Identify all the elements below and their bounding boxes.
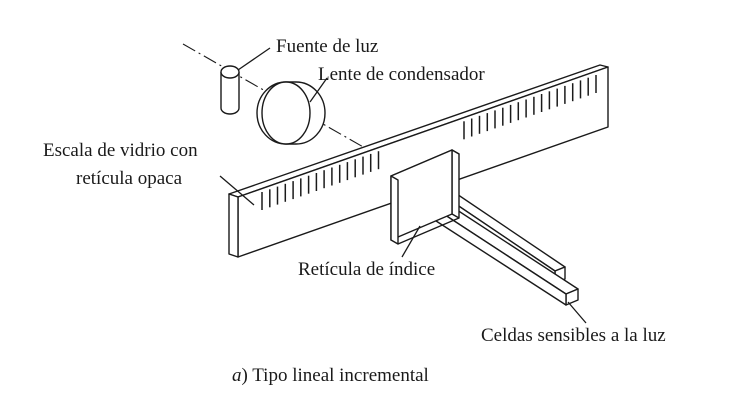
leader-condenser-lens	[309, 77, 328, 103]
leader-glass-scale	[219, 175, 255, 206]
label-light-source: Fuente de luz	[276, 36, 378, 57]
scale-graduations	[261, 75, 597, 210]
label-photocells: Celdas sensibles a la luz	[481, 325, 666, 346]
label-index-reticle: Retícula de índice	[298, 259, 435, 280]
leader-index-reticle	[401, 225, 421, 258]
leader-photocells	[567, 301, 587, 324]
caption-prefix: a	[232, 365, 242, 386]
label-glass-scale-line2: retícula opaca	[76, 168, 183, 189]
photocell-sensors	[415, 181, 579, 306]
leader-light-source	[237, 47, 271, 71]
index-reticle-plate	[390, 149, 460, 245]
label-condenser-lens: Lente de condensador	[318, 64, 485, 85]
condenser-lens	[256, 81, 326, 145]
light-source-lamp	[220, 65, 240, 115]
caption-text: ) Tipo lineal incremental	[242, 365, 429, 386]
figure-caption: a) Tipo lineal incremental	[232, 365, 429, 386]
label-glass-scale-line1: Escala de vidrio con	[43, 140, 198, 161]
